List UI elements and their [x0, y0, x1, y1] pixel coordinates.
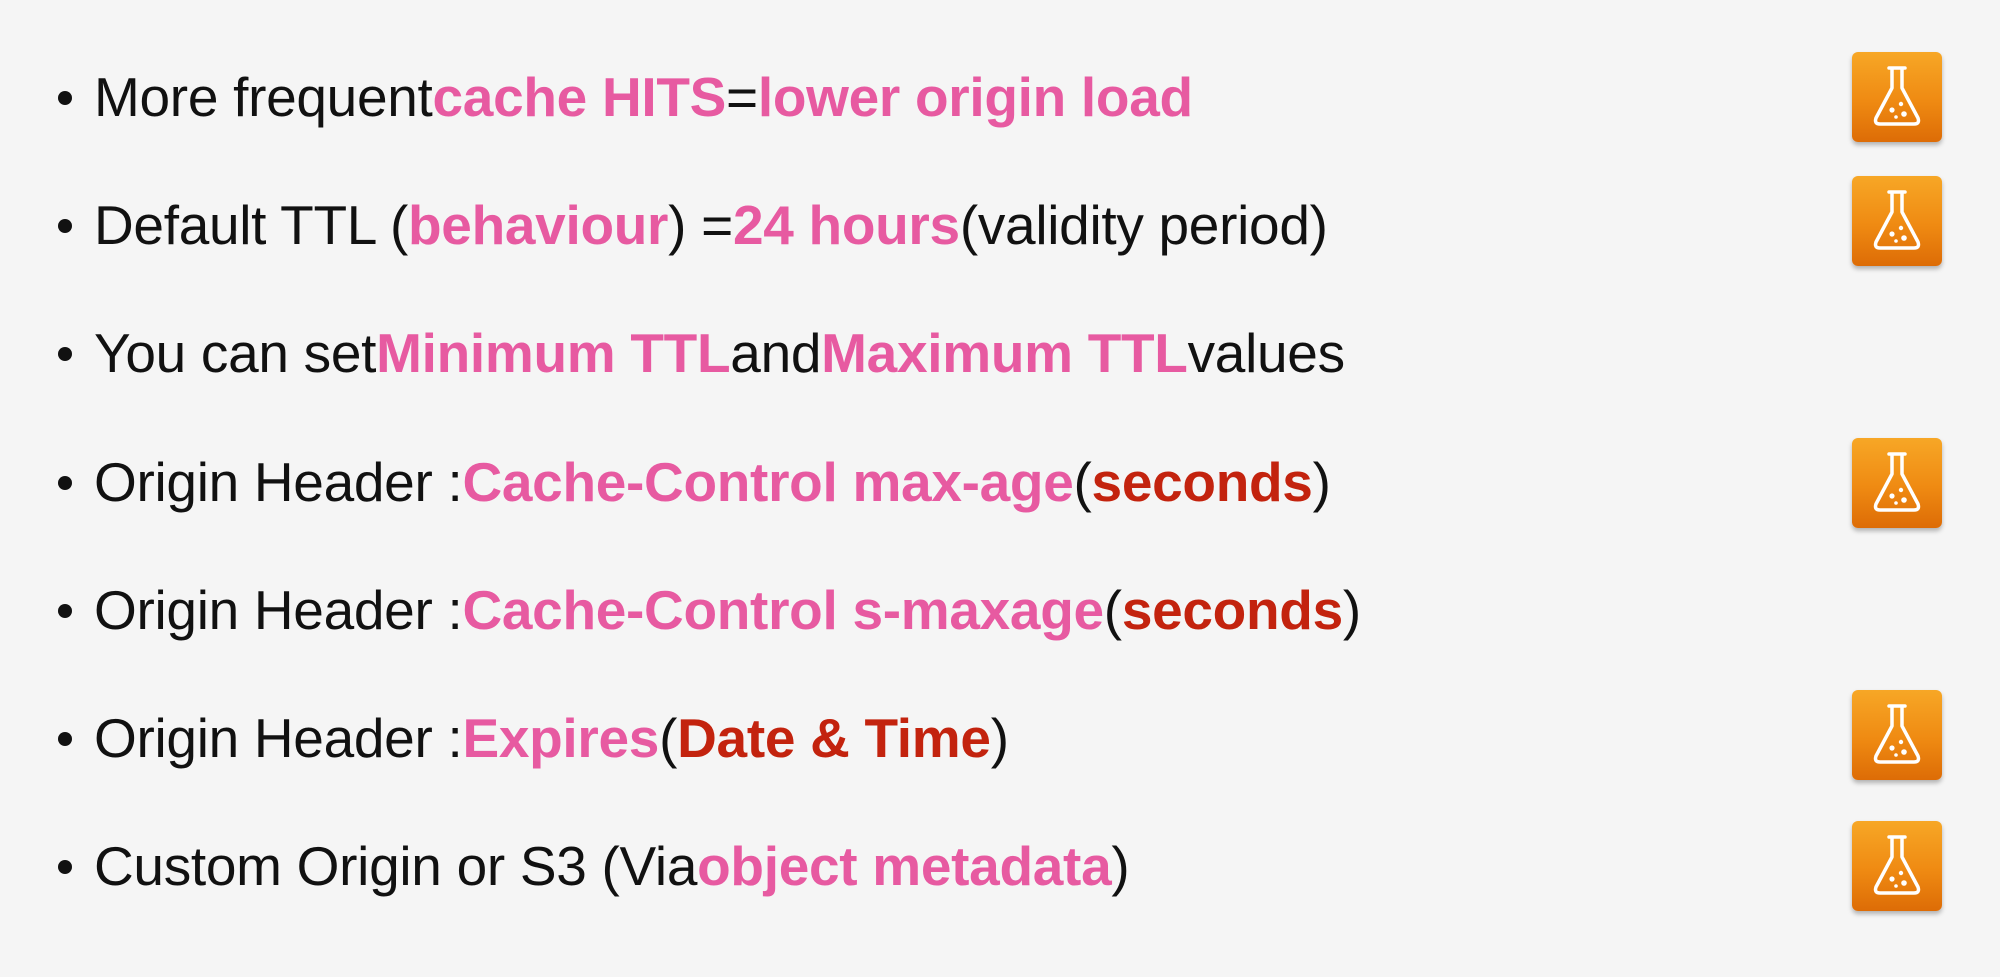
bullet-text: cache HITS	[432, 66, 727, 128]
bullet-text: Origin Header :	[94, 707, 463, 769]
bullet-cache-hits: More frequent cache HITS = lower origin …	[58, 47, 1838, 147]
flask-icon[interactable]	[1852, 438, 1942, 528]
flask-icon-graphic	[1873, 190, 1921, 250]
bullet-expires: Origin Header : Expires ( Date & Time )	[58, 688, 1838, 788]
bullet-text: values	[1187, 322, 1345, 384]
bullet-custom-origin: Custom Origin or S3 (Via object metadata…	[58, 816, 1838, 916]
bullet-text: Maximum TTL	[821, 322, 1188, 384]
bullet-text: behaviour	[408, 194, 669, 256]
bullet-dot	[58, 476, 72, 490]
bullet-text: =	[726, 66, 758, 128]
bullet-text: )	[1111, 835, 1130, 897]
bullet-dot	[58, 347, 72, 361]
flask-icon-graphic	[1873, 835, 1921, 895]
bullet-text: Origin Header :	[94, 451, 463, 513]
bullet-text: )	[1342, 579, 1361, 641]
bullet-text: Default TTL (	[94, 194, 408, 256]
bullet-s-maxage: Origin Header : Cache-Control s-maxage (…	[58, 560, 1838, 660]
bullet-dot	[58, 732, 72, 746]
bullet-text: seconds	[1091, 451, 1313, 513]
bullet-text: (	[659, 707, 678, 769]
bullet-text: ) =	[668, 194, 733, 256]
bullet-text: (validity period)	[959, 194, 1328, 256]
bullet-dot	[58, 91, 72, 105]
bullet-text: Date & Time	[677, 707, 991, 769]
flask-icon[interactable]	[1852, 690, 1942, 780]
bullet-text: Expires	[462, 707, 660, 769]
flask-icon-graphic	[1873, 66, 1921, 126]
bullet-text: object metadata	[697, 835, 1112, 897]
bullet-text: )	[1312, 451, 1331, 513]
bullet-text: seconds	[1121, 579, 1343, 641]
bullet-default-ttl: Default TTL ( behaviour ) = 24 hours (va…	[58, 175, 1838, 275]
bullet-max-age: Origin Header : Cache-Control max-age ( …	[58, 432, 1838, 532]
bullet-text: Cache-Control max-age	[462, 451, 1074, 513]
bullet-text: (	[1103, 579, 1122, 641]
flask-icon-graphic	[1873, 704, 1921, 764]
bullet-dot	[58, 604, 72, 618]
bullet-text: Cache-Control s-maxage	[462, 579, 1104, 641]
bullet-text: and	[730, 322, 822, 384]
bullet-text: More frequent	[94, 66, 433, 128]
flask-icon[interactable]	[1852, 52, 1942, 142]
bullet-text: 24 hours	[732, 194, 960, 256]
flask-icon[interactable]	[1852, 821, 1942, 911]
bullet-text: Custom Origin or S3 (Via	[94, 835, 698, 897]
bullet-text: Origin Header :	[94, 579, 463, 641]
bullet-dot	[58, 219, 72, 233]
bullet-text: Minimum TTL	[376, 322, 731, 384]
bullet-text: lower origin load	[757, 66, 1193, 128]
bullet-text: (	[1073, 451, 1092, 513]
bullet-dot	[58, 860, 72, 874]
bullet-min-max-ttl: You can set Minimum TTL and Maximum TTL …	[58, 303, 1838, 403]
bullet-text: You can set	[94, 322, 377, 384]
flask-icon[interactable]	[1852, 176, 1942, 266]
flask-icon-graphic	[1873, 452, 1921, 512]
bullet-text: )	[990, 707, 1009, 769]
